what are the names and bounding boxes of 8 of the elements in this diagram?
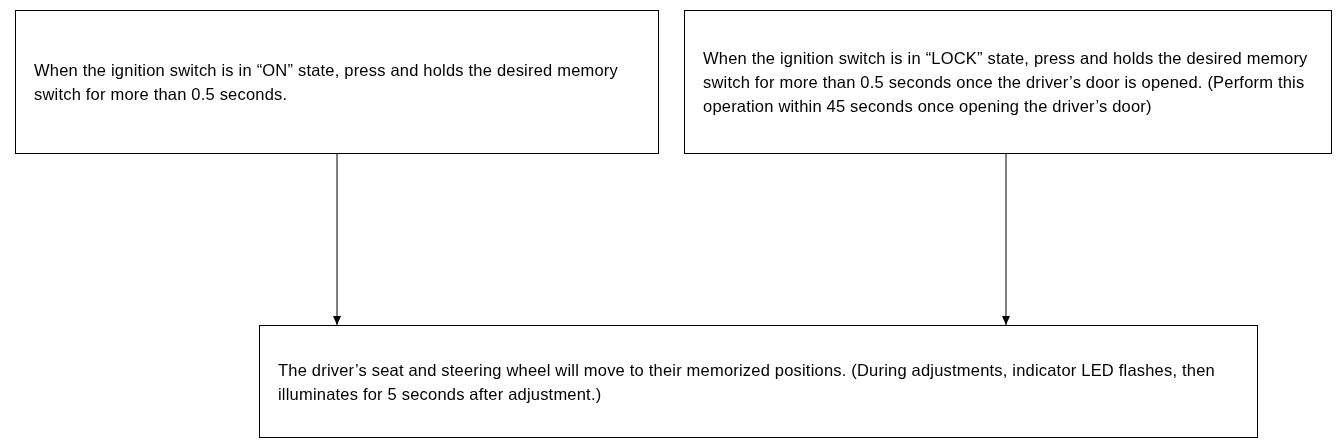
arrow bbox=[333, 153, 341, 326]
box-text: When the ignition switch is in “LOCK” state, press and holds the desired memory switch for more than 0.5 seconds once the driver’s door is opened. (Perform this operation within 45 seconds once opening the driver’s door) bbox=[703, 49, 1308, 115]
process-box bbox=[259, 325, 1258, 438]
box-text: The driver’s seat and steering wheel will move to their memorized positions. (During adjustments, indicator LED flashes, then illuminates for 5 seconds after adjustment.) bbox=[278, 360, 1215, 403]
arrow bbox=[1002, 153, 1010, 326]
box-text: When the ignition switch is in “ON” state, press and holds the desired memory switch for more than 0.5 seconds. bbox=[34, 61, 618, 103]
process-box bbox=[684, 10, 1332, 154]
process-box bbox=[15, 10, 659, 154]
